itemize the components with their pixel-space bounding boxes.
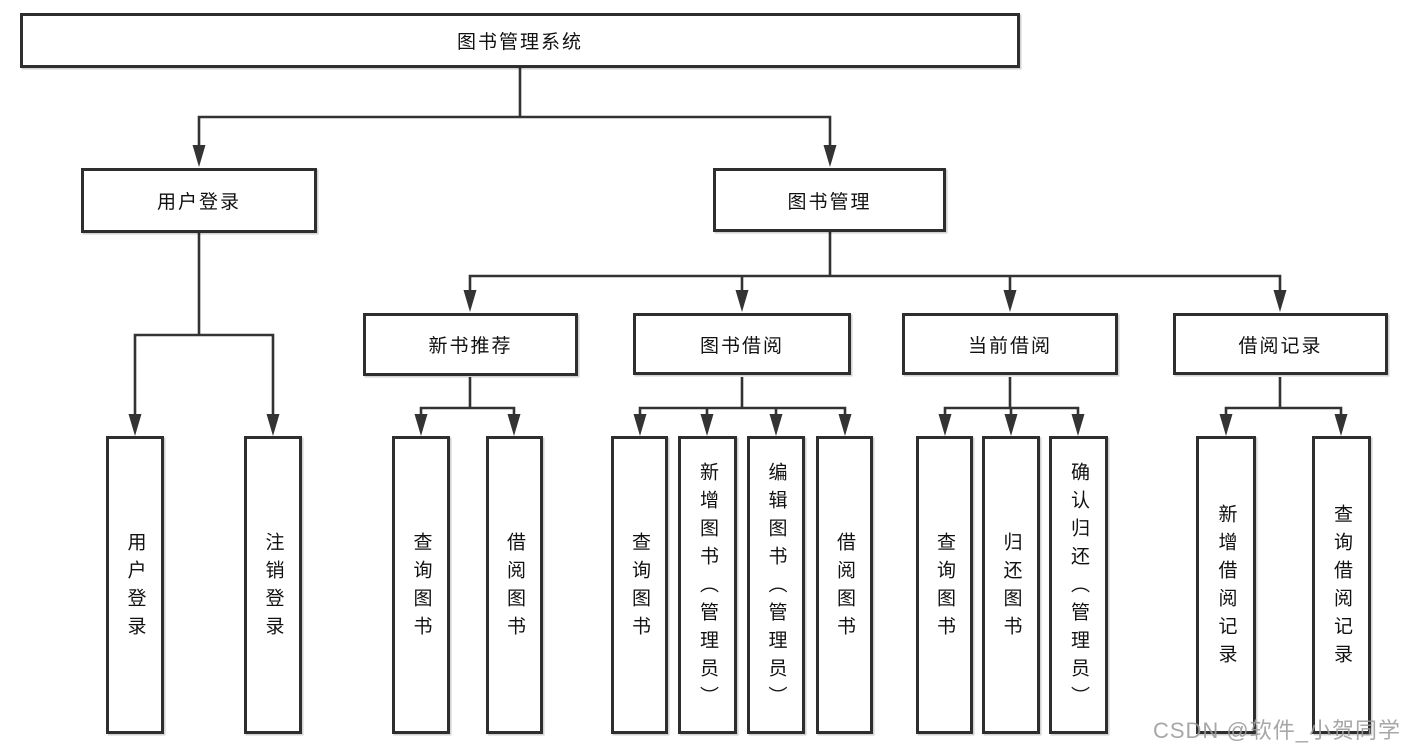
node-leaf-borrow-books-2: 借阅图书 [816,436,873,734]
node-borrowing-records: 借阅记录 [1173,313,1388,375]
arrowhead-icon [192,145,206,167]
connector-borrowing-records-group [1224,377,1343,420]
arrowhead-icon [735,290,749,312]
arrowhead-icon [1334,414,1348,436]
node-book-borrowing: 图书借阅 [633,313,851,375]
node-leaf-query-books-2: 查询图书 [611,436,668,734]
arrowhead-icon [414,414,428,436]
node-current-borrowing: 当前借阅 [902,313,1118,375]
connector-book-management-to-level3 [468,232,1282,296]
arrowhead-icon [938,414,952,436]
arrowhead-icon [128,414,142,436]
arrowhead-icon [1004,414,1018,436]
connector-current-borrowing-group [943,377,1080,420]
node-leaf-borrow-books-1: 借阅图书 [486,436,543,734]
arrowhead-icon [838,414,852,436]
node-leaf-user-login: 用户登录 [106,436,164,734]
arrowhead-icon [1219,414,1233,436]
connector-user-login-group [133,233,275,419]
node-user-login: 用户登录 [81,168,317,233]
node-new-book-recommendation: 新书推荐 [363,313,578,376]
csdn-watermark: CSDN @软件_小贺同学 [1152,718,1401,743]
node-leaf-query-books-1: 查询图书 [392,436,450,734]
arrowhead-icon [507,414,521,436]
arrowhead-icon [266,414,280,436]
arrowhead-icon [1003,290,1017,312]
arrowhead-icon [463,290,477,312]
connector-root-to-level2 [197,68,832,151]
node-leaf-logout: 注销登录 [244,436,302,734]
node-book-management: 图书管理 [713,168,946,232]
connector-new-book-group [419,377,516,420]
arrowhead-icon [1273,290,1287,312]
arrowhead-icon [823,145,837,167]
arrowhead-icon [700,414,714,436]
arrowhead-icon [1071,414,1085,436]
node-library-management-system: 图书管理系统 [20,13,1020,68]
node-leaf-add-borrow-record: 新增借阅记录 [1196,436,1256,734]
arrowheads [128,145,1348,436]
arrowhead-icon [633,414,647,436]
node-leaf-query-books-3: 查询图书 [916,436,973,734]
connector-book-borrowing-group [638,377,847,420]
arrowhead-icon [769,414,783,436]
node-leaf-query-borrow-record: 查询借阅记录 [1312,436,1371,734]
node-leaf-confirm-return-admin: 确认归还（管理员） [1049,436,1108,734]
node-leaf-return-books: 归还图书 [982,436,1040,734]
node-leaf-add-book-admin: 新增图书（管理员） [678,436,737,734]
node-leaf-edit-book-admin: 编辑图书（管理员） [747,436,805,734]
